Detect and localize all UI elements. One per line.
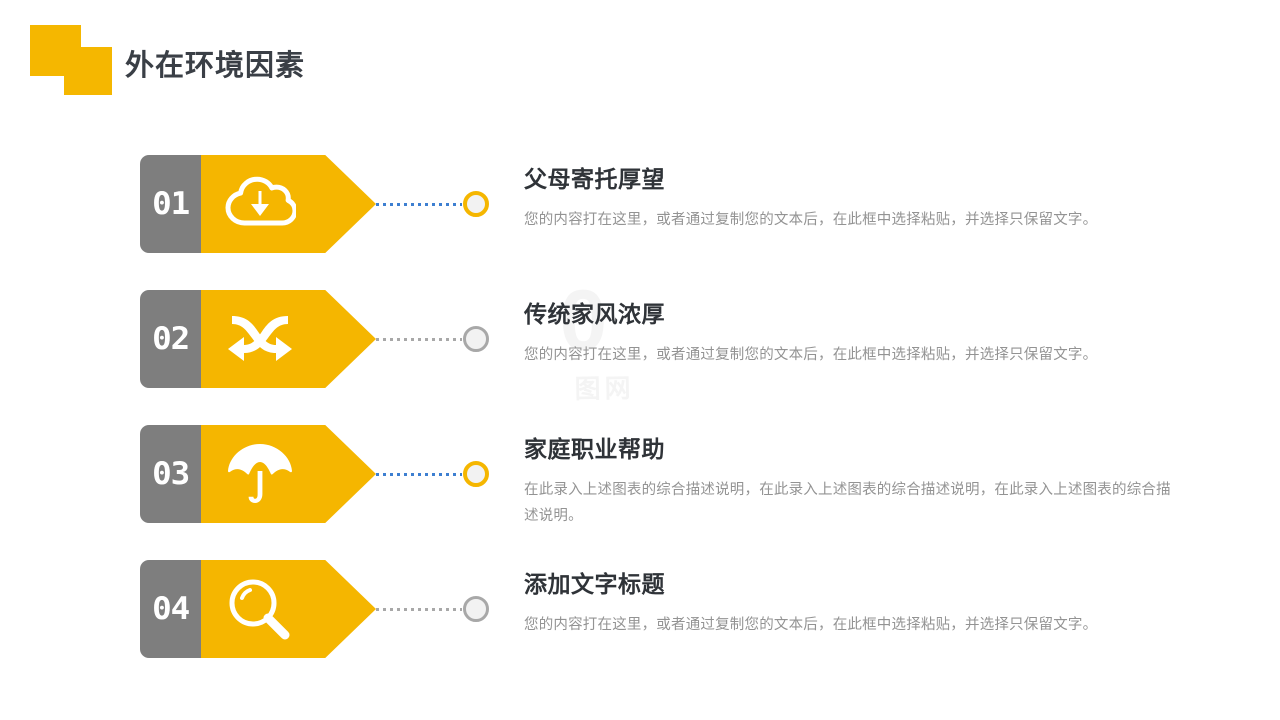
connector-node-01[interactable] <box>463 191 489 217</box>
connector-line-02 <box>376 335 462 343</box>
item-number: 03 <box>151 455 190 492</box>
slide-header: 外在环境因素 <box>0 0 1280 120</box>
item-title: 父母寄托厚望 <box>524 166 665 192</box>
item-text-block-01: 父母寄托厚望 您的内容打在这里，或者通过复制您的文本后，在此框中选择粘贴，并选择… <box>524 163 1172 233</box>
connector-node-03[interactable] <box>463 461 489 487</box>
number-tab: 02 <box>140 290 201 388</box>
item-number: 04 <box>151 590 190 627</box>
dotted-line <box>376 607 462 611</box>
umbrella-icon <box>224 438 296 510</box>
tag-arrow-body <box>201 560 376 658</box>
item-number: 01 <box>151 185 190 222</box>
dotted-line <box>376 202 462 206</box>
tag-shape-04[interactable]: 04 <box>140 560 376 658</box>
tag-shape-02[interactable]: 02 <box>140 290 376 388</box>
dotted-line <box>376 472 462 476</box>
item-text-block-03: 家庭职业帮助 在此录入上述图表的综合描述说明，在此录入上述图表的综合描述说明，在… <box>524 433 1172 529</box>
shuffle-arrows-icon <box>224 303 296 375</box>
list-item[interactable]: 04 添加文字标题 您的内容打在这里，或者通过复 <box>0 560 1280 720</box>
item-description: 您的内容打在这里，或者通过复制您的文本后，在此框中选择粘贴，并选择只保留文字。 <box>524 617 1098 633</box>
number-tab: 01 <box>140 155 201 253</box>
item-title: 传统家风浓厚 <box>524 301 665 327</box>
connector-line-01 <box>376 200 462 208</box>
item-title: 添加文字标题 <box>524 571 665 597</box>
list-item[interactable]: 03 家庭职业帮助 在此录入上述图表的综合描述说明，在此录入上述图表的综合描述 <box>0 425 1280 585</box>
connector-line-03 <box>376 470 462 478</box>
item-description: 您的内容打在这里，或者通过复制您的文本后，在此框中选择粘贴，并选择只保留文字。 <box>524 347 1098 363</box>
cloud-download-icon <box>224 168 296 240</box>
tag-shape-03[interactable]: 03 <box>140 425 376 523</box>
tag-arrow-body <box>201 290 376 388</box>
list-item[interactable]: 02 传统家风浓厚 您的内容打在这里，或者通过复制您的文本后，在此框中选择粘贴 <box>0 290 1280 450</box>
item-description: 在此录入上述图表的综合描述说明，在此录入上述图表的综合描述说明，在此录入上述图表… <box>524 482 1171 524</box>
item-description: 您的内容打在这里，或者通过复制您的文本后，在此框中选择粘贴，并选择只保留文字。 <box>524 212 1098 228</box>
connector-line-04 <box>376 605 462 613</box>
connector-node-04[interactable] <box>463 596 489 622</box>
item-text-block-02: 传统家风浓厚 您的内容打在这里，或者通过复制您的文本后，在此框中选择粘贴，并选择… <box>524 298 1172 368</box>
magnifier-search-icon <box>224 573 296 645</box>
tag-arrow-body <box>201 155 376 253</box>
item-text-block-04: 添加文字标题 您的内容打在这里，或者通过复制您的文本后，在此框中选择粘贴，并选择… <box>524 568 1172 638</box>
item-title: 家庭职业帮助 <box>524 436 665 462</box>
item-number: 02 <box>151 320 190 357</box>
list-item[interactable]: 01 父母寄托厚望 您的内容打在这里，或者通过复制您的文本后，在此框中选择粘贴，… <box>0 155 1280 315</box>
tag-shape-01[interactable]: 01 <box>140 155 376 253</box>
tag-arrow-body <box>201 425 376 523</box>
number-tab: 04 <box>140 560 201 658</box>
number-tab: 03 <box>140 425 201 523</box>
connector-node-02[interactable] <box>463 326 489 352</box>
page-title: 外在环境因素 <box>125 50 306 82</box>
dotted-line <box>376 337 462 341</box>
decor-square-front <box>64 47 112 95</box>
